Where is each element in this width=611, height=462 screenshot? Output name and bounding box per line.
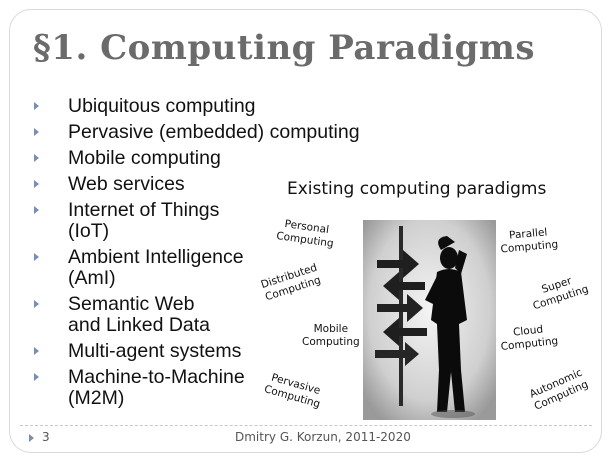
crossroads-photo: [363, 220, 496, 420]
bullet-text: Multi-agent systems: [68, 340, 242, 362]
bullet-item: Ubiquitous computing: [30, 96, 360, 117]
bullet-text: Machine-to-Machine (M2M): [68, 366, 245, 409]
bullet-list: Ubiquitous computing Pervasive (embedded…: [30, 96, 360, 414]
page-number: 3: [42, 430, 50, 444]
bullet-arrow-icon: [34, 206, 39, 214]
bullet-text: Semantic Web and Linked Data: [68, 293, 211, 336]
bullet-text: Internet of Things (IoT): [68, 199, 220, 242]
bullet-item: Pervasive (embedded) computing: [30, 122, 360, 143]
slide-title: §1. Computing Paradigms: [33, 28, 535, 68]
bullet-arrow-icon: [34, 180, 39, 188]
bullet-item: Machine-to-Machine (M2M): [30, 367, 360, 409]
tag-mobile-computing: Mobile Computing: [302, 323, 360, 348]
bullet-text: Web services: [68, 173, 185, 195]
bullet-arrow-icon: [34, 154, 39, 162]
slide-frame: [9, 9, 602, 453]
figure-caption: Existing computing paradigms: [287, 179, 547, 199]
footer-divider: [20, 425, 592, 426]
footer-author: Dmitry G. Korzun, 2011-2020: [235, 430, 411, 444]
bullet-text: Pervasive (embedded) computing: [68, 121, 360, 143]
bullet-arrow-icon: [34, 253, 39, 261]
bullet-item: Internet of Things (IoT): [30, 200, 360, 242]
tag-parallel-computing: Parallel Computing: [500, 226, 559, 256]
bullet-arrow-icon: [34, 300, 39, 308]
bullet-arrow-icon: [34, 102, 39, 110]
bullet-arrow-icon: [34, 128, 39, 136]
bullet-text: Ambient Intelligence (AmI): [68, 246, 244, 289]
bullet-item: Multi-agent systems: [30, 341, 360, 362]
bullet-item: Ambient Intelligence (AmI): [30, 247, 360, 289]
bullet-text: Mobile computing: [68, 147, 221, 169]
bullet-arrow-icon: [34, 347, 39, 355]
bullet-item: Semantic Web and Linked Data: [30, 294, 360, 336]
man-at-signpost-image: [363, 220, 496, 420]
bullet-arrow-icon: [34, 373, 39, 381]
bullet-item: Mobile computing: [30, 148, 360, 169]
page-marker-icon: [29, 434, 34, 442]
bullet-item: Web services: [30, 174, 360, 195]
bullet-text: Ubiquitous computing: [68, 95, 256, 117]
